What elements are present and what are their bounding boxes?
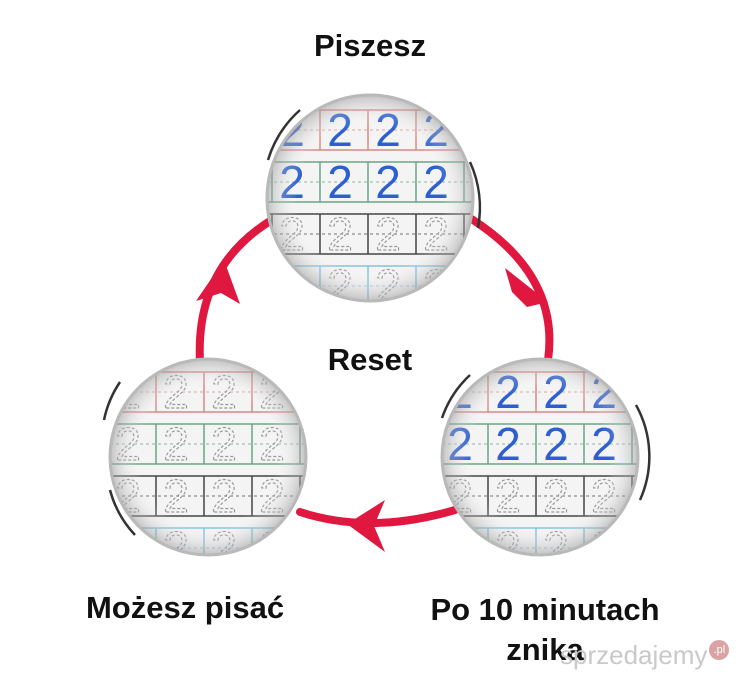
arrow-head-right [505,268,548,307]
digit-glyph: 2 [471,260,497,312]
label-right-line2: znika [506,632,584,667]
digit-glyph: 2 [471,156,497,208]
digit-glyph: 2 [447,522,473,574]
arrow-head-bottom [347,500,385,552]
digit-glyph: 2 [307,418,333,470]
digit-glyph: 2 [307,522,333,574]
cycle-arc-right [466,214,554,364]
label-reset: Reset [327,342,413,377]
label-piszesz: Piszesz [313,28,426,63]
digit-glyph: 2 [115,522,141,574]
watermark-badge: .pl [709,640,730,660]
arrow-head-left [196,260,240,304]
digit-glyph: 2 [639,522,665,574]
digit-glyph: 2 [639,366,665,418]
watermark-sprzedajemy: sprzedajemy.pl [560,640,730,671]
watermark-text: sprzedajemy [560,640,708,670]
label-po-10-minutach: Po 10 minutach znika [395,590,695,670]
label-right-line1: Po 10 minutach [430,592,660,627]
digit-glyph: 2 [471,104,497,156]
label-mozesz-pisac: Możesz pisać [85,590,285,625]
digit-glyph: 2 [639,418,665,470]
